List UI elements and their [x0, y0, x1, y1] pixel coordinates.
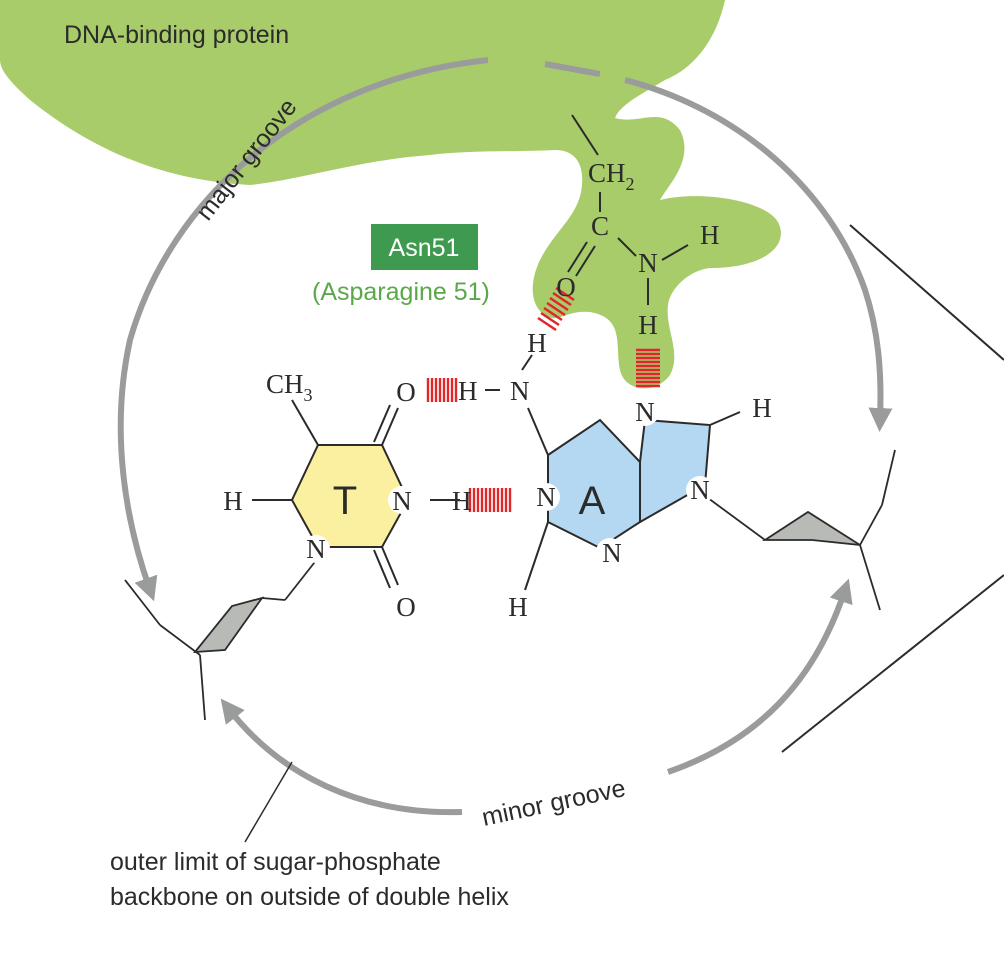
thymine-n1-bubble [302, 535, 330, 563]
thymine-ch3: CH3 [266, 369, 313, 405]
minor-groove-arc-left [220, 698, 463, 816]
thymine-letter: T [333, 479, 357, 523]
adenine-amino-n: N [510, 376, 530, 406]
backbone-caption-pointer [244, 761, 293, 843]
adenine-amino-h: H [458, 376, 478, 406]
residue-full-name: (Asparagine 51) [312, 278, 490, 306]
adenine-n9: N [690, 475, 710, 505]
adenine-n1-bubble [532, 483, 560, 511]
residue-badge-box [371, 224, 478, 270]
asn-carbonyl-c: C [591, 211, 609, 241]
adenine-n3: N [602, 538, 622, 568]
left-sugar [124, 557, 319, 721]
major-groove-arc-left [117, 57, 489, 602]
adenine-amino-h-top: H [527, 328, 547, 358]
asn-carbonyl-o: O [556, 272, 576, 302]
helix-outline-upper [849, 224, 1004, 361]
adenine-five-ring [639, 418, 712, 524]
backbone-caption-line2: backbone on outside of double helix [110, 883, 509, 911]
thymine-n1: N [306, 534, 326, 564]
adenine-h8: H [752, 393, 772, 423]
covalent-bonds [252, 114, 741, 591]
residue-badge-text: Asn51 [389, 234, 460, 262]
minor-groove-arc-right [667, 578, 853, 775]
asn-amide-n: N [638, 248, 658, 278]
thymine-o-bottom: O [396, 592, 416, 622]
adenine-n7-bubble [631, 398, 659, 426]
hydrogen-bonds [426, 287, 660, 512]
helix-outline-lower [781, 574, 1004, 753]
adenine-n3-bubble [596, 538, 624, 566]
major-groove-dash [544, 61, 601, 77]
thymine-h-left: H [223, 486, 243, 516]
thymine-n3-h: H [452, 486, 472, 516]
right-sugar [707, 449, 896, 611]
asn-amide-h-right: H [700, 220, 720, 250]
major-groove-arc-right [624, 77, 893, 432]
adenine-letter: A [579, 479, 606, 523]
protein-label: DNA-binding protein [64, 21, 289, 49]
backbone-caption-line1: outer limit of sugar-phosphate [110, 848, 441, 876]
thymine-n3: N [392, 486, 412, 516]
asn-ch2: CH2 [588, 158, 635, 194]
dna-binding-protein-shape [0, 0, 781, 389]
adenine-n9-bubble [686, 476, 714, 504]
adenine-n1: N [536, 482, 556, 512]
thymine-n3-bubble [388, 486, 416, 514]
adenine-n7: N [635, 397, 655, 427]
asn-amide-h-down: H [638, 310, 658, 340]
adenine-h2: H [508, 592, 528, 622]
thymine-o-top: O [396, 377, 416, 407]
minor-groove-label: minor groove [479, 774, 628, 832]
